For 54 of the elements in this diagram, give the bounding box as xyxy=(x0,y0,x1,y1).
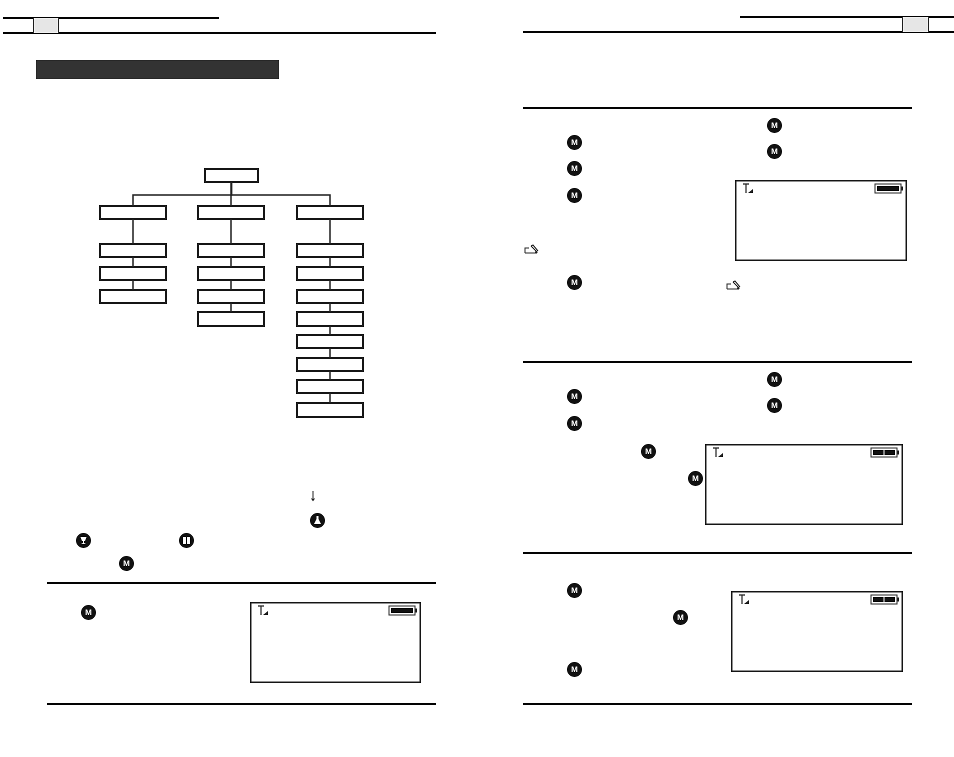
m-key-symbol: M xyxy=(567,416,582,431)
menu-box xyxy=(296,379,364,394)
connector-line xyxy=(329,394,331,402)
menu-box xyxy=(197,289,265,304)
menu-box xyxy=(99,289,167,304)
menu-box xyxy=(197,311,265,327)
connector-line xyxy=(329,349,331,357)
menu-box xyxy=(99,266,167,281)
menu-box xyxy=(197,243,265,258)
connector-line xyxy=(329,281,331,289)
menu-box xyxy=(204,168,259,183)
menu-box xyxy=(296,311,364,327)
connector-line xyxy=(329,258,331,266)
m-key-symbol: M xyxy=(567,389,582,404)
connector-line xyxy=(230,183,331,205)
menu-box xyxy=(197,205,265,220)
menu-box xyxy=(197,266,265,281)
m-key-symbol: M xyxy=(673,610,688,625)
m-key-symbol: M xyxy=(567,135,582,150)
menu-box xyxy=(296,289,364,304)
menu-box xyxy=(296,402,364,418)
m-key-symbol: M xyxy=(767,372,782,387)
m-key-symbol: M xyxy=(567,583,582,598)
connector-line xyxy=(329,304,331,311)
m-key-symbol: M xyxy=(567,662,582,677)
connector-line xyxy=(132,258,134,266)
connector-line xyxy=(230,258,232,266)
menu-box xyxy=(99,243,167,258)
m-key-symbol: M xyxy=(767,144,782,159)
m-key-symbol: M xyxy=(567,188,582,203)
menu-box xyxy=(296,334,364,349)
connector-line xyxy=(230,281,232,289)
connector-line xyxy=(230,220,232,243)
menu-box xyxy=(296,266,364,281)
menu-box xyxy=(99,205,167,220)
menu-box xyxy=(296,205,364,220)
connector-line xyxy=(230,304,232,311)
menu-box xyxy=(296,357,364,372)
m-key-symbol: M xyxy=(767,118,782,133)
m-key-symbol: M xyxy=(688,471,703,486)
connector-line xyxy=(132,220,134,243)
connector-line xyxy=(329,372,331,379)
connector-line xyxy=(329,220,331,243)
m-key-symbol: M xyxy=(81,605,96,620)
title-bar xyxy=(36,60,279,79)
m-key-symbol: M xyxy=(567,275,582,290)
m-key-symbol: M xyxy=(767,398,782,413)
m-key-symbol: M xyxy=(567,161,582,176)
menu-box xyxy=(296,243,364,258)
connector-line xyxy=(132,281,134,289)
connector-line xyxy=(329,327,331,334)
connector-line xyxy=(230,183,232,205)
m-key-symbol: M xyxy=(641,444,656,459)
m-key-symbol: M xyxy=(119,556,134,571)
